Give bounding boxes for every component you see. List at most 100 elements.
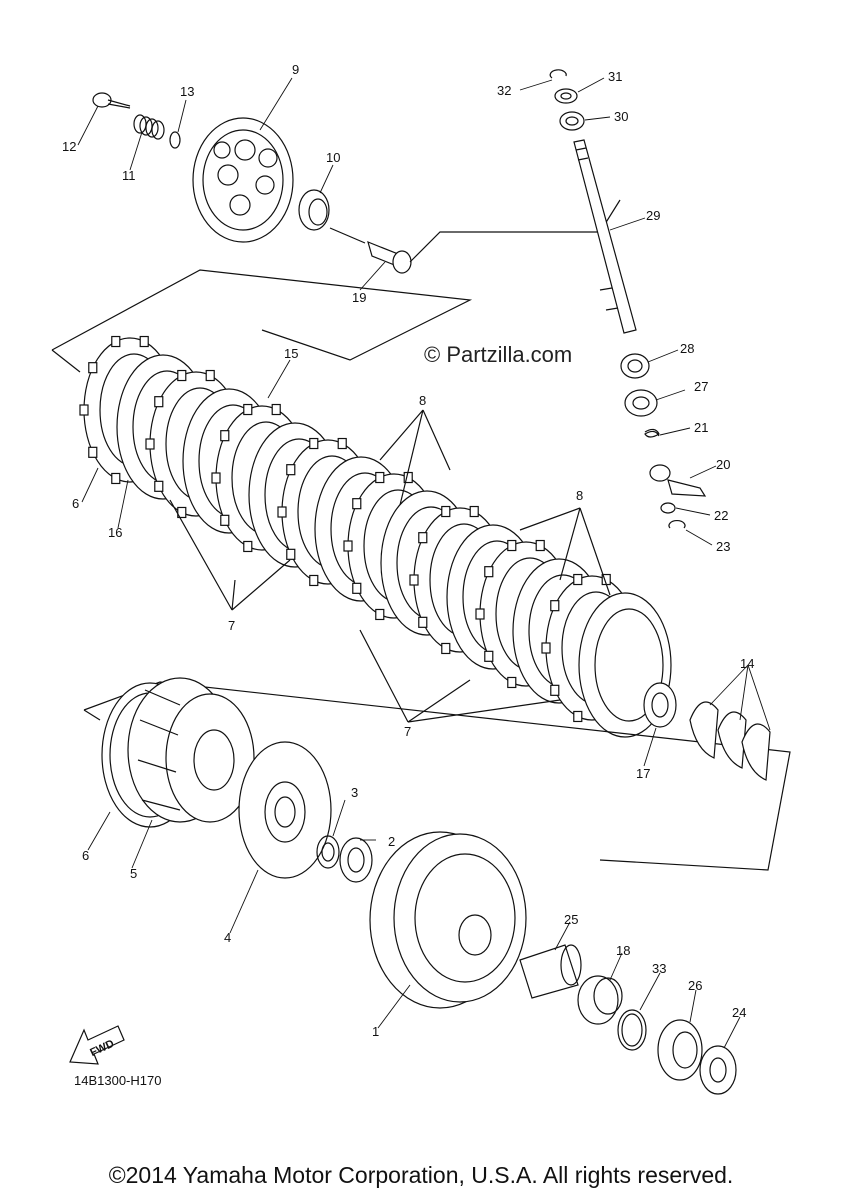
plate-tab — [286, 464, 296, 476]
callout-20: 20 — [716, 457, 730, 472]
plate-tab — [469, 505, 479, 518]
plate-tab — [535, 539, 545, 552]
plate-tab — [309, 437, 319, 450]
callout-32: 32 — [497, 83, 511, 98]
callout-21: 21 — [694, 420, 708, 435]
plate-tab — [243, 403, 253, 416]
plate-tab — [286, 548, 296, 560]
plate-tab — [441, 505, 451, 518]
callout-7-upper: 7 — [228, 618, 235, 633]
washer-part-22 — [660, 502, 676, 514]
leader-lines — [77, 77, 771, 1049]
callout-3: 3 — [351, 785, 358, 800]
plate-tab — [484, 566, 494, 578]
callout-17: 17 — [636, 766, 650, 781]
plate-tab — [550, 684, 560, 696]
lever-part-20 — [649, 464, 707, 497]
oil-seal-part-17 — [643, 682, 677, 728]
clutch-housing-part-1 — [369, 831, 527, 1009]
callout-16: 16 — [108, 525, 122, 540]
plate-tab — [550, 600, 560, 612]
plate-tab — [573, 573, 583, 586]
callout-12: 12 — [62, 139, 76, 154]
callout-31: 31 — [608, 69, 622, 84]
callout-25: 25 — [564, 912, 578, 927]
callout-6-lower: 6 — [82, 848, 89, 863]
callout-14: 14 — [740, 656, 754, 671]
plate-tab — [145, 438, 155, 450]
callout-7-lower: 7 — [404, 724, 411, 739]
plate-tab — [475, 608, 485, 620]
plate-tab — [79, 404, 89, 416]
plate-tab — [375, 608, 385, 621]
washer-part-2 — [339, 837, 373, 883]
callout-13: 13 — [180, 84, 194, 99]
spring-part-21 — [644, 428, 660, 438]
callout-18: 18 — [616, 943, 630, 958]
callout-4: 4 — [224, 930, 231, 945]
plate-tab — [177, 369, 187, 382]
oring-part-33 — [617, 1009, 647, 1051]
plate-tab — [211, 472, 221, 484]
washer-part-31 — [554, 88, 578, 104]
drawing-code: 14B1300-H170 — [74, 1073, 162, 1088]
plate-tab — [277, 506, 287, 518]
callout-9: 9 — [292, 62, 299, 77]
plate-tab — [375, 471, 385, 484]
circlip-part-32 — [549, 69, 567, 79]
bearing-part-28 — [620, 353, 650, 379]
callout-22: 22 — [714, 508, 728, 523]
callout-23: 23 — [716, 539, 730, 554]
callout-8-upper: 8 — [419, 393, 426, 408]
pressure-plate-part-9 — [192, 117, 294, 243]
clutch-plate-stack — [79, 335, 672, 738]
callout-29: 29 — [646, 208, 660, 223]
push-rod-part-19 — [367, 240, 412, 274]
plate-tab — [111, 335, 121, 348]
callout-27: 27 — [694, 379, 708, 394]
plate-tab — [573, 710, 583, 723]
plate-tab — [309, 574, 319, 587]
plate-tab — [352, 498, 362, 510]
circlip-part-23 — [668, 520, 686, 529]
callout-10: 10 — [326, 150, 340, 165]
callout-2: 2 — [388, 834, 395, 849]
plate-tab — [352, 582, 362, 594]
plate-tab — [111, 472, 121, 485]
callout-labels: 1 2 3 4 5 6 6 7 7 8 8 9 10 11 12 13 14 1… — [62, 62, 754, 1039]
callout-8-right: 8 — [576, 488, 583, 503]
callout-6-upper: 6 — [72, 496, 79, 511]
plate-tab — [154, 480, 164, 492]
seal-part-30 — [559, 111, 585, 131]
plate-tab — [139, 335, 149, 348]
bearing-part-10 — [298, 189, 330, 231]
callout-28: 28 — [680, 341, 694, 356]
spacer-part-25 — [519, 944, 582, 999]
plate-tab — [418, 532, 428, 544]
plate-tab — [484, 650, 494, 662]
callout-19: 19 — [352, 290, 366, 305]
plate-tab — [177, 506, 187, 519]
plate-tab — [418, 616, 428, 628]
washer-part-24 — [699, 1045, 737, 1095]
lock-washer-part-14 — [689, 701, 771, 781]
needle-bearing-part-18 — [577, 975, 623, 1025]
callout-5: 5 — [130, 866, 137, 881]
fwd-arrow-icon: FWD — [69, 1025, 125, 1065]
plate-tab — [154, 396, 164, 408]
plate-tab — [271, 403, 281, 416]
callout-1: 1 — [372, 1024, 379, 1039]
spring-part-11 — [133, 114, 165, 140]
callout-26: 26 — [688, 978, 702, 993]
push-rod-part-29 — [573, 139, 637, 334]
plate-tab — [507, 539, 517, 552]
plate-tab — [409, 574, 419, 586]
callout-33: 33 — [652, 961, 666, 976]
plate-tab — [541, 642, 551, 654]
plate-tab — [337, 437, 347, 450]
watermark: © Partzilla.com — [424, 342, 573, 367]
callout-30: 30 — [614, 109, 628, 124]
plate-tab — [205, 369, 215, 382]
callout-15: 15 — [284, 346, 298, 361]
